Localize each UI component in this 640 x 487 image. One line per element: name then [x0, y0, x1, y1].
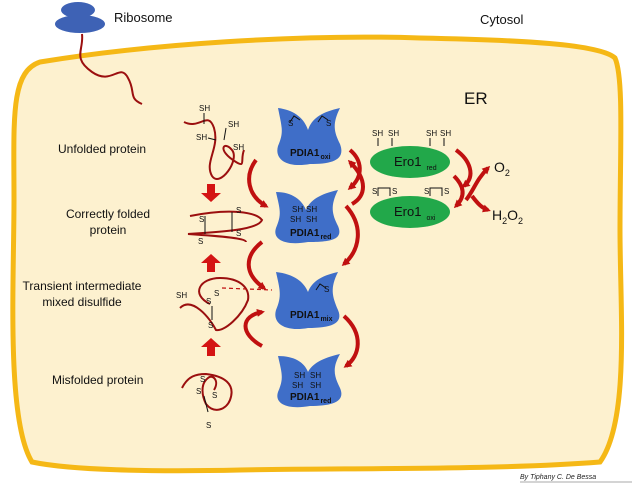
- svg-text:SH: SH: [294, 371, 305, 380]
- svg-text:S: S: [200, 375, 205, 384]
- ribosome-label: Ribosome: [114, 10, 173, 25]
- svg-text:PDIA1mix: PDIA1mix: [290, 310, 333, 323]
- transient-intermediate-label-2: mixed disulfide: [42, 295, 122, 309]
- er-label: ER: [464, 89, 488, 108]
- svg-text:SH: SH: [310, 371, 321, 380]
- cycle-arrows: [243, 148, 491, 368]
- svg-text:S: S: [236, 229, 241, 238]
- svg-text:SH: SH: [196, 133, 207, 142]
- svg-text:SH: SH: [306, 205, 317, 214]
- correctly-folded-label-1: Correctly folded: [66, 207, 150, 221]
- svg-text:SH: SH: [306, 215, 317, 224]
- arrow-misfolded-to-intermediate: [201, 338, 221, 356]
- svg-text:S: S: [199, 215, 204, 224]
- svg-text:S: S: [326, 119, 331, 128]
- svg-text:PDIA1red: PDIA1red: [290, 392, 331, 405]
- arrow-unfolded-to-folded: [201, 184, 221, 202]
- cytosol-label: Cytosol: [480, 12, 523, 27]
- transient-intermediate-protein: SH S S S: [176, 276, 273, 332]
- ribosome-icon: [55, 2, 105, 33]
- correctly-folded-label-2: protein: [90, 223, 127, 237]
- svg-text:SH: SH: [310, 381, 321, 390]
- o2-label: O2: [494, 159, 510, 178]
- svg-text:SH: SH: [228, 120, 239, 129]
- svg-text:SH: SH: [199, 104, 210, 113]
- transient-intermediate-label-1: Transient intermediate: [23, 279, 142, 293]
- svg-text:S: S: [324, 285, 329, 294]
- misfolded-protein-label: Misfolded protein: [52, 373, 143, 387]
- svg-text:S: S: [392, 187, 397, 196]
- svg-text:SH: SH: [426, 129, 437, 138]
- svg-text:SH: SH: [388, 129, 399, 138]
- pdia1-oxi-enzyme: S S PDIA1oxi: [277, 108, 342, 166]
- correctly-folded-protein: S S S S: [187, 206, 264, 246]
- svg-text:S: S: [444, 187, 449, 196]
- svg-text:S: S: [236, 206, 241, 215]
- nascent-peptide: [79, 33, 143, 105]
- pdia1-red-enzyme-bottom: SH SH SH SH PDIA1red: [277, 354, 342, 408]
- svg-text:SH: SH: [372, 129, 383, 138]
- svg-text:PDIA1red: PDIA1red: [290, 228, 331, 241]
- arrow-intermediate-to-folded: [201, 254, 221, 272]
- er-membrane: [10, 34, 625, 474]
- pdia1-mix-enzyme: S PDIA1mix: [275, 272, 340, 330]
- unfolded-protein: SH SH SH SH: [183, 104, 245, 180]
- svg-text:SH: SH: [233, 143, 244, 152]
- svg-text:SH: SH: [290, 215, 301, 224]
- svg-text:S: S: [288, 119, 293, 128]
- svg-text:S: S: [198, 237, 203, 246]
- svg-text:S: S: [372, 187, 377, 196]
- svg-text:SH: SH: [292, 205, 303, 214]
- svg-text:SH: SH: [292, 381, 303, 390]
- svg-text:S: S: [206, 297, 211, 306]
- svg-text:S: S: [208, 321, 213, 330]
- credit-text: By Tiphany C. De Bessa: [520, 474, 596, 481]
- svg-text:S: S: [196, 387, 201, 396]
- svg-text:S: S: [212, 391, 217, 400]
- svg-text:S: S: [214, 289, 219, 298]
- pdia1-red-enzyme: SH SH SH SH PDIA1red: [275, 190, 340, 244]
- svg-text:SH: SH: [176, 291, 187, 300]
- unfolded-protein-label: Unfolded protein: [58, 142, 146, 156]
- h2o2-label: H2O2: [492, 207, 523, 226]
- misfolded-protein: S S S S: [181, 372, 233, 430]
- svg-text:S: S: [424, 187, 429, 196]
- svg-text:SH: SH: [440, 129, 451, 138]
- svg-text:S: S: [206, 421, 211, 430]
- svg-text:PDIA1oxi: PDIA1oxi: [290, 148, 331, 161]
